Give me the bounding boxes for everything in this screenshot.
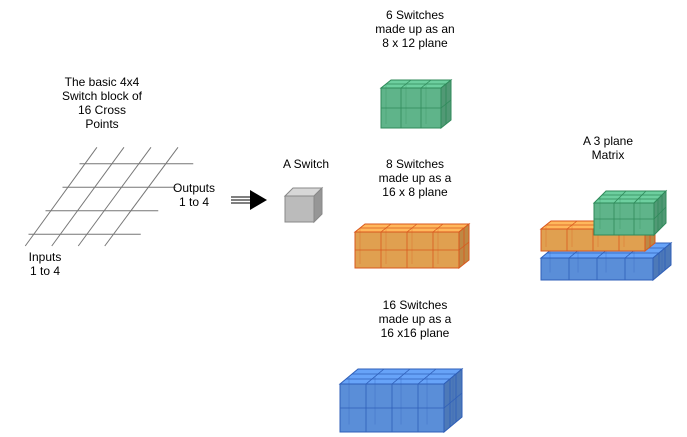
plane-8x12-caption: 6 Switches made up as an 8 x 12 plane bbox=[375, 8, 455, 50]
switch-caption: A Switch bbox=[282, 157, 330, 171]
matrix-caption: A 3 plane Matrix bbox=[582, 134, 634, 162]
plane-16x8-caption: 8 Switches made up as a 16 x 8 plane bbox=[378, 157, 452, 199]
grid-block-caption: The basic 4x4 Switch block of 16 Cross P… bbox=[61, 75, 143, 131]
grid-depth-line bbox=[24, 147, 98, 247]
crosspoint-grid bbox=[24, 147, 194, 247]
plane-16x16-caption: 16 Switches made up as a 16 x16 plane bbox=[378, 298, 452, 340]
outputs-label: Outputs 1 to 4 bbox=[172, 181, 216, 209]
grid-depth-line bbox=[51, 147, 125, 247]
switch-cube bbox=[283, 186, 324, 224]
right-arrow-icon bbox=[231, 190, 267, 210]
plane-16x16-blue bbox=[338, 367, 464, 434]
three-plane-matrix bbox=[539, 189, 673, 282]
plane-8x12-green bbox=[379, 78, 453, 130]
inputs-label: Inputs 1 to 4 bbox=[28, 250, 62, 278]
grid-depth-line bbox=[77, 147, 152, 247]
plane-16x8-orange bbox=[353, 222, 471, 270]
